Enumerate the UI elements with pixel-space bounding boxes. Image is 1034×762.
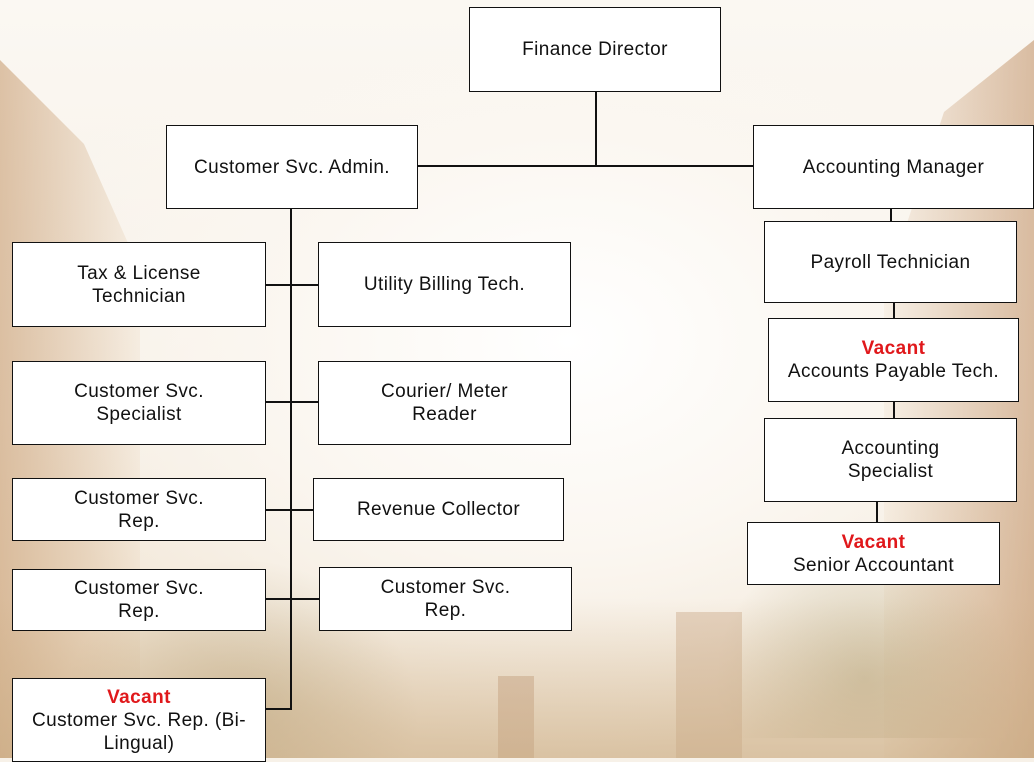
accounting-specialist-box: Accounting Specialist bbox=[764, 418, 1017, 502]
box-title: Finance Director bbox=[522, 39, 668, 60]
customer-svc-specialist-box: Customer Svc. Specialist bbox=[12, 361, 266, 445]
connector-line bbox=[290, 208, 292, 709]
payroll-technician-box: Payroll Technician bbox=[764, 221, 1017, 303]
finance-director-box: Finance Director bbox=[469, 7, 721, 92]
connector-line bbox=[265, 708, 292, 710]
box-title: Customer Svc. Specialist bbox=[74, 381, 204, 425]
connector-line bbox=[595, 91, 597, 166]
utility-billing-tech-box: Utility Billing Tech. bbox=[318, 242, 571, 327]
box-title: Accounts Payable Tech. bbox=[787, 361, 1000, 382]
connector-line bbox=[876, 501, 878, 523]
connector-line bbox=[893, 302, 895, 319]
courier-meter-reader-box: Courier/ Meter Reader bbox=[318, 361, 571, 445]
box-title: Accounting Manager bbox=[802, 156, 985, 178]
box-title: Payroll Technician bbox=[810, 251, 971, 273]
revenue-collector-box: Revenue Collector bbox=[313, 478, 564, 541]
accounts-payable-tech-box: Vacant Accounts Payable Tech. bbox=[768, 318, 1019, 402]
vacant-label: Vacant bbox=[861, 338, 926, 359]
connector-line bbox=[265, 598, 320, 600]
customer-svc-admin-box: Customer Svc. Admin. bbox=[166, 125, 418, 209]
box-title: Utility Billing Tech. bbox=[363, 274, 526, 295]
box-title: Courier/ Meter Reader bbox=[380, 381, 509, 425]
vacant-label: Vacant bbox=[841, 531, 906, 553]
connector-line bbox=[417, 165, 754, 167]
box-title: Customer Svc. Rep. (Bi-Lingual) bbox=[31, 709, 247, 754]
vacant-label: Vacant bbox=[107, 686, 171, 708]
box-title: Tax & License Technician bbox=[77, 262, 201, 307]
customer-svc-rep-bilingual-box: Vacant Customer Svc. Rep. (Bi-Lingual) bbox=[12, 678, 266, 762]
box-title: Senior Accountant bbox=[792, 554, 955, 576]
connector-line bbox=[890, 208, 892, 222]
senior-accountant-box: Vacant Senior Accountant bbox=[747, 522, 1000, 585]
box-title: Accounting Specialist bbox=[841, 438, 940, 482]
box-title: Customer Svc. Rep. bbox=[74, 578, 204, 622]
connector-line bbox=[265, 509, 315, 511]
customer-svc-rep-box: Customer Svc. Rep. bbox=[319, 567, 572, 631]
tax-license-technician-box: Tax & License Technician bbox=[12, 242, 266, 327]
connector-line bbox=[265, 401, 320, 403]
customer-svc-rep-box: Customer Svc. Rep. bbox=[12, 478, 266, 541]
connector-line bbox=[893, 401, 895, 419]
customer-svc-rep-box: Customer Svc. Rep. bbox=[12, 569, 266, 631]
box-title: Revenue Collector bbox=[356, 499, 521, 520]
box-title: Customer Svc. Rep. bbox=[380, 577, 511, 621]
connector-line bbox=[265, 284, 320, 286]
box-title: Customer Svc. Admin. bbox=[194, 156, 390, 178]
box-title: Customer Svc. Rep. bbox=[74, 487, 204, 532]
accounting-manager-box: Accounting Manager bbox=[753, 125, 1034, 209]
